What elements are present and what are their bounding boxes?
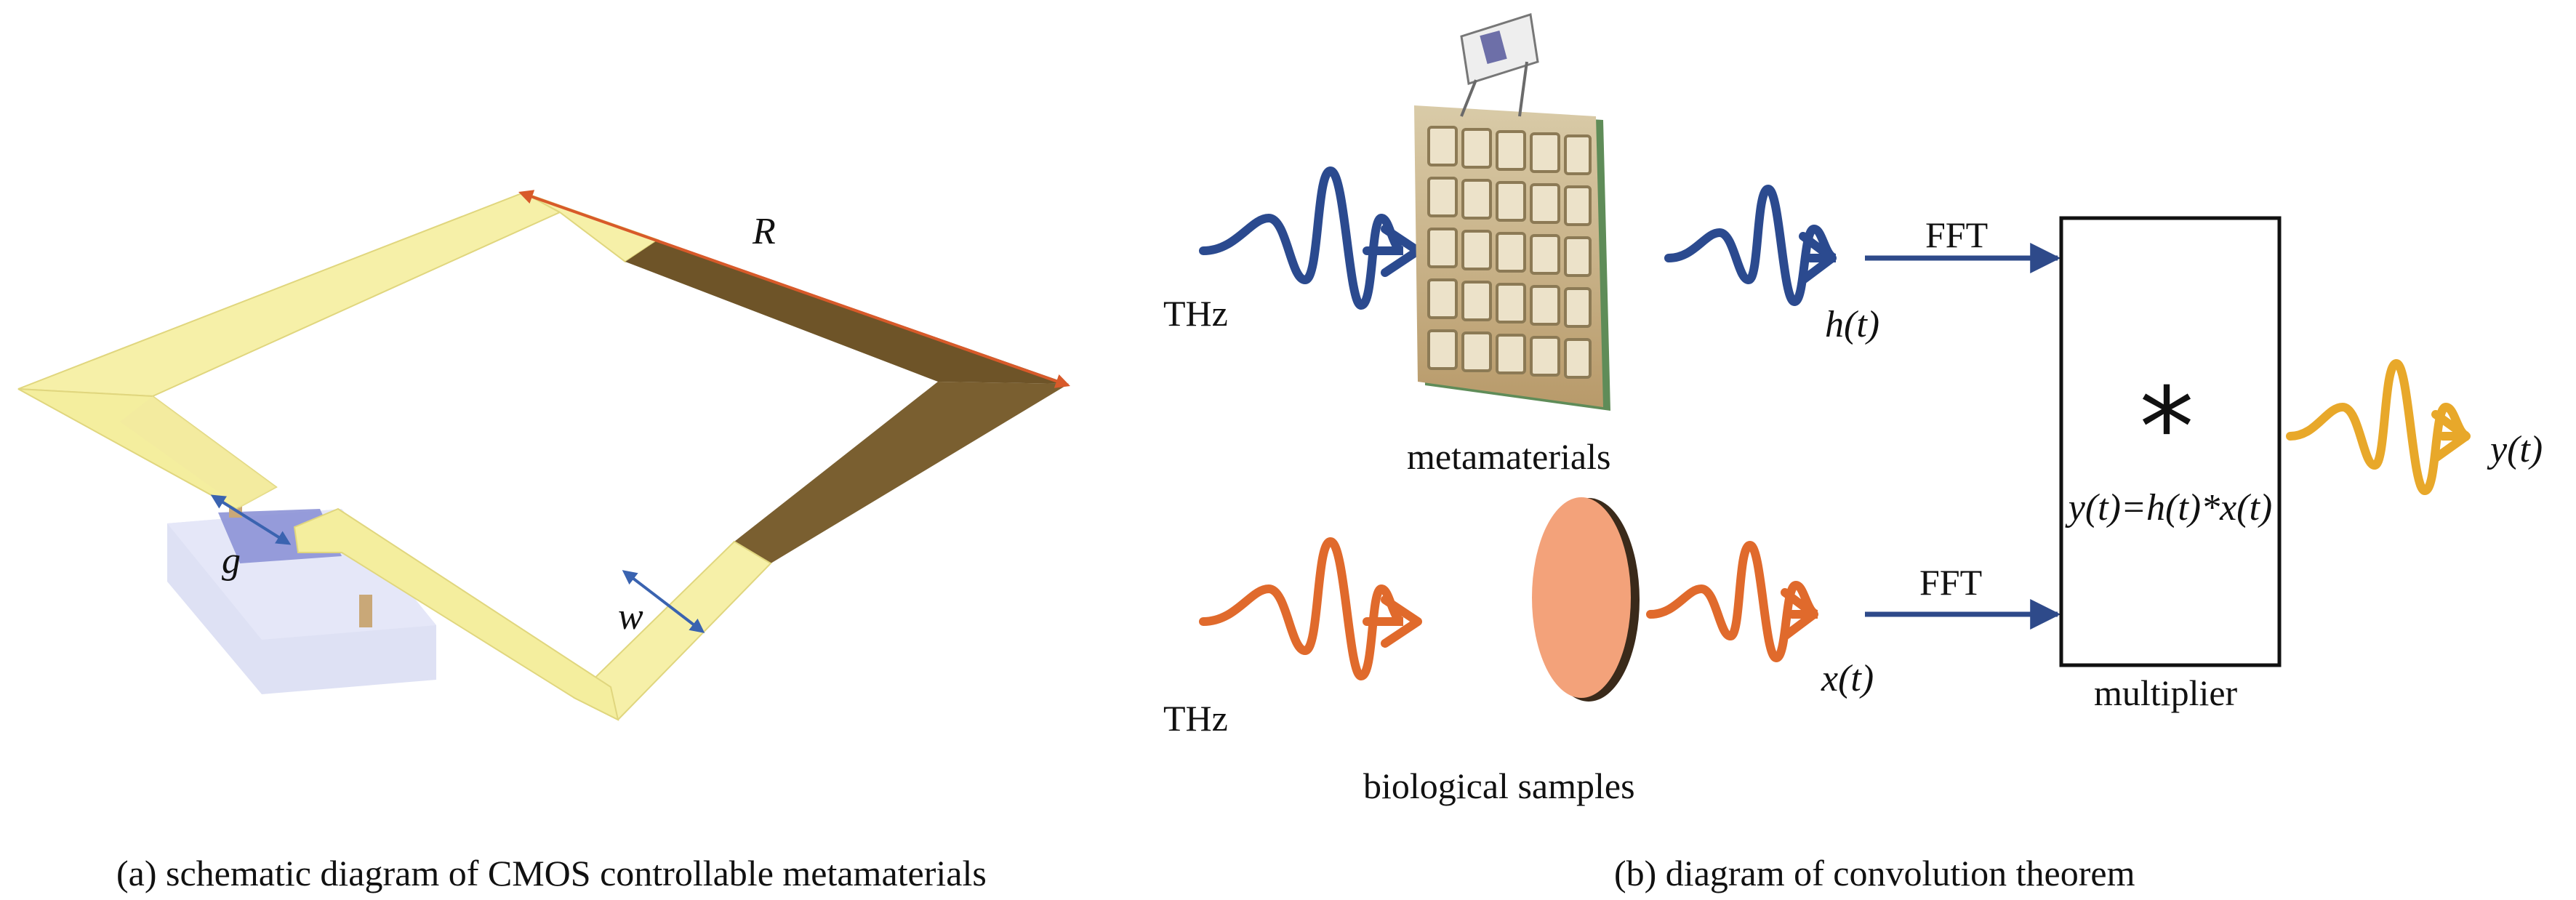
chip-die [1480, 31, 1507, 64]
g-dimension-arrow [210, 494, 292, 545]
ring-bar-bottom [293, 507, 619, 721]
r-dimension-arrow [518, 190, 1070, 388]
label-w: w [618, 596, 643, 638]
label-fft-top: FFT [1925, 214, 1988, 255]
biological-sample-disk [1532, 497, 1640, 702]
label-y-t: y(t) [2487, 429, 2543, 470]
sample-response-wave [1646, 540, 1819, 663]
thz-incident-wave-top [1199, 166, 1422, 310]
multiplier-box [2059, 216, 2282, 667]
ring-bar-top-right-light [523, 192, 660, 263]
ring-bar-stub [120, 396, 276, 507]
ring-bar-right-dark [734, 382, 1069, 563]
caption-panel-a: (a) schematic diagram of CMOS controllab… [116, 853, 987, 893]
label-fft-bottom: FFT [1919, 562, 1982, 603]
convolution-diagram: THz [1163, 13, 2543, 806]
label-metamaterials: metamaterials [1407, 436, 1610, 477]
metamaterial-array [1414, 13, 1610, 411]
pillar-right [359, 595, 372, 627]
ring-bar-top-left [17, 191, 562, 398]
label-x-t: x(t) [1821, 658, 1874, 699]
label-thz-bottom: THz [1163, 698, 1228, 739]
thz-incident-wave-bottom [1199, 537, 1422, 681]
convolution-symbol: * [2140, 365, 2194, 491]
label-biological-samples: biological samples [1363, 766, 1635, 806]
caption-panel-b: (b) diagram of convolution theorem [1614, 853, 2135, 893]
label-thz-top: THz [1163, 293, 1228, 334]
label-R: R [752, 211, 776, 252]
label-multiplier: multiplier [2094, 672, 2238, 713]
transfer-function-wave [1664, 184, 1837, 307]
label-g: g [222, 540, 241, 582]
label-h-t: h(t) [1825, 304, 1879, 345]
metamaterial-cells [1427, 126, 1592, 379]
convolution-equation: y(t)=h(t)*x(t) [2065, 487, 2273, 529]
cmos-metamaterial-schematic: R g w [17, 190, 1070, 721]
w-dimension-arrow [622, 570, 705, 633]
output-wave [2286, 358, 2471, 496]
